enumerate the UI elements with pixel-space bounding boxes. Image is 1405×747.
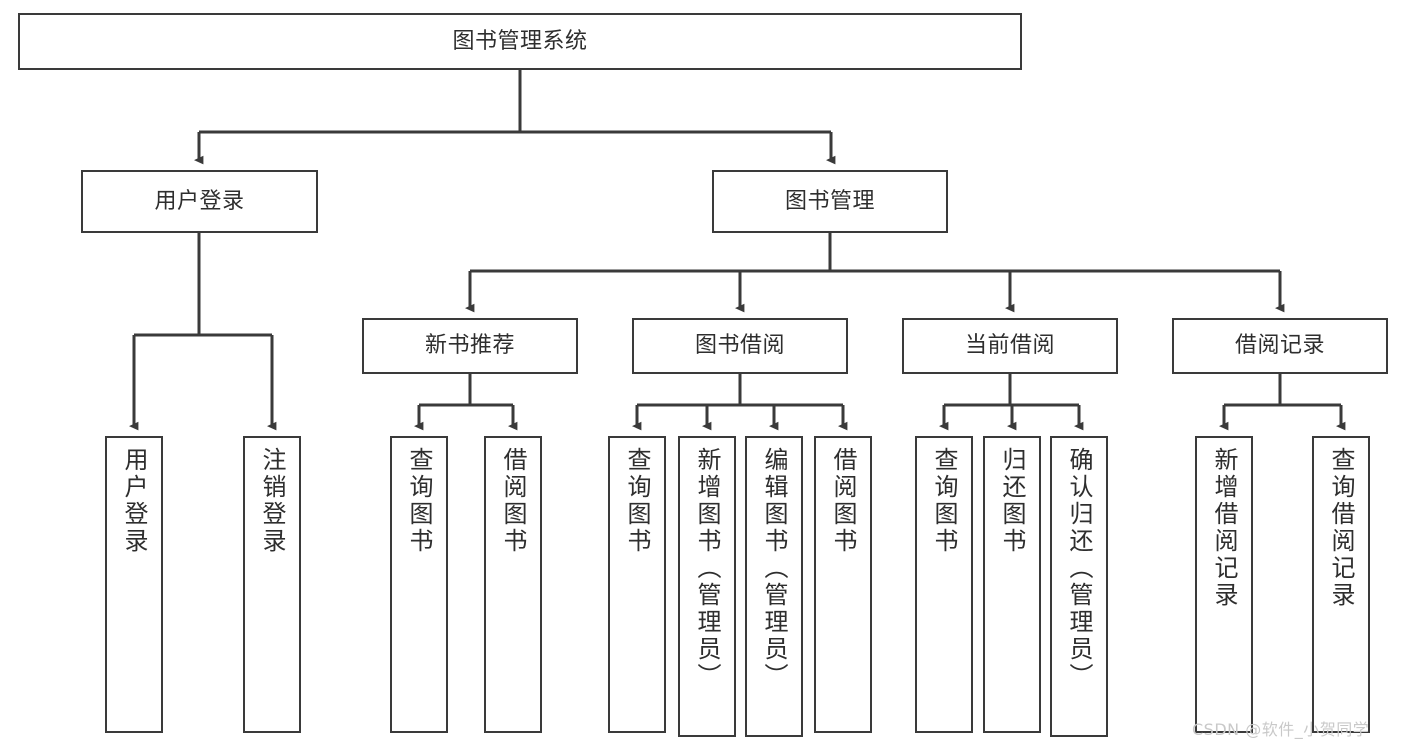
node-label: 新书推荐 <box>424 333 515 359</box>
node-label: 查询图书 <box>405 447 433 555</box>
node-leaf-user-login[interactable]: 用户登录 <box>105 436 163 733</box>
node-label: 确认归还（管理员） <box>1065 447 1093 690</box>
node-book-manage[interactable]: 图书管理 <box>712 170 948 233</box>
node-label: 借阅图书 <box>829 447 857 555</box>
node-leaf-query-record[interactable]: 查询借阅记录 <box>1312 436 1370 733</box>
node-new-book-rec[interactable]: 新书推荐 <box>362 318 578 374</box>
node-label: 编辑图书（管理员） <box>760 447 788 690</box>
node-leaf-add-record[interactable]: 新增借阅记录 <box>1195 436 1253 733</box>
node-leaf-borrow-book-2[interactable]: 借阅图书 <box>814 436 872 733</box>
node-label: 当前借阅 <box>964 333 1055 359</box>
node-label: 归还图书 <box>998 447 1026 555</box>
node-borrow-record[interactable]: 借阅记录 <box>1172 318 1388 374</box>
node-label: 用户登录 <box>120 447 148 555</box>
node-label: 查询图书 <box>623 447 651 555</box>
node-label: 查询借阅记录 <box>1327 447 1355 609</box>
node-root-system[interactable]: 图书管理系统 <box>18 13 1022 70</box>
node-book-borrow[interactable]: 图书借阅 <box>632 318 848 374</box>
csdn-watermark: CSDN @软件_小贺同学 <box>1192 720 1370 739</box>
node-leaf-query-book-3[interactable]: 查询图书 <box>915 436 973 733</box>
node-label: 借阅记录 <box>1234 333 1325 359</box>
node-leaf-borrow-book-1[interactable]: 借阅图书 <box>484 436 542 733</box>
node-leaf-confirm-return[interactable]: 确认归还（管理员） <box>1050 436 1108 737</box>
node-label: 用户登录 <box>154 188 245 214</box>
node-leaf-edit-book[interactable]: 编辑图书（管理员） <box>745 436 803 737</box>
node-leaf-logout[interactable]: 注销登录 <box>243 436 301 733</box>
node-user-login[interactable]: 用户登录 <box>81 170 318 233</box>
node-label: 图书管理 <box>784 188 875 214</box>
node-leaf-query-book-1[interactable]: 查询图书 <box>390 436 448 733</box>
node-leaf-add-book[interactable]: 新增图书（管理员） <box>678 436 736 737</box>
node-label: 注销登录 <box>258 447 286 555</box>
node-label: 新增借阅记录 <box>1210 447 1238 609</box>
node-leaf-query-book-2[interactable]: 查询图书 <box>608 436 666 733</box>
node-label: 图书借阅 <box>694 333 785 359</box>
node-label: 图书管理系统 <box>452 28 588 54</box>
node-current-borrow[interactable]: 当前借阅 <box>902 318 1118 374</box>
node-label: 新增图书（管理员） <box>693 447 721 690</box>
node-leaf-return-book[interactable]: 归还图书 <box>983 436 1041 733</box>
node-label: 查询图书 <box>930 447 958 555</box>
node-label: 借阅图书 <box>499 447 527 555</box>
